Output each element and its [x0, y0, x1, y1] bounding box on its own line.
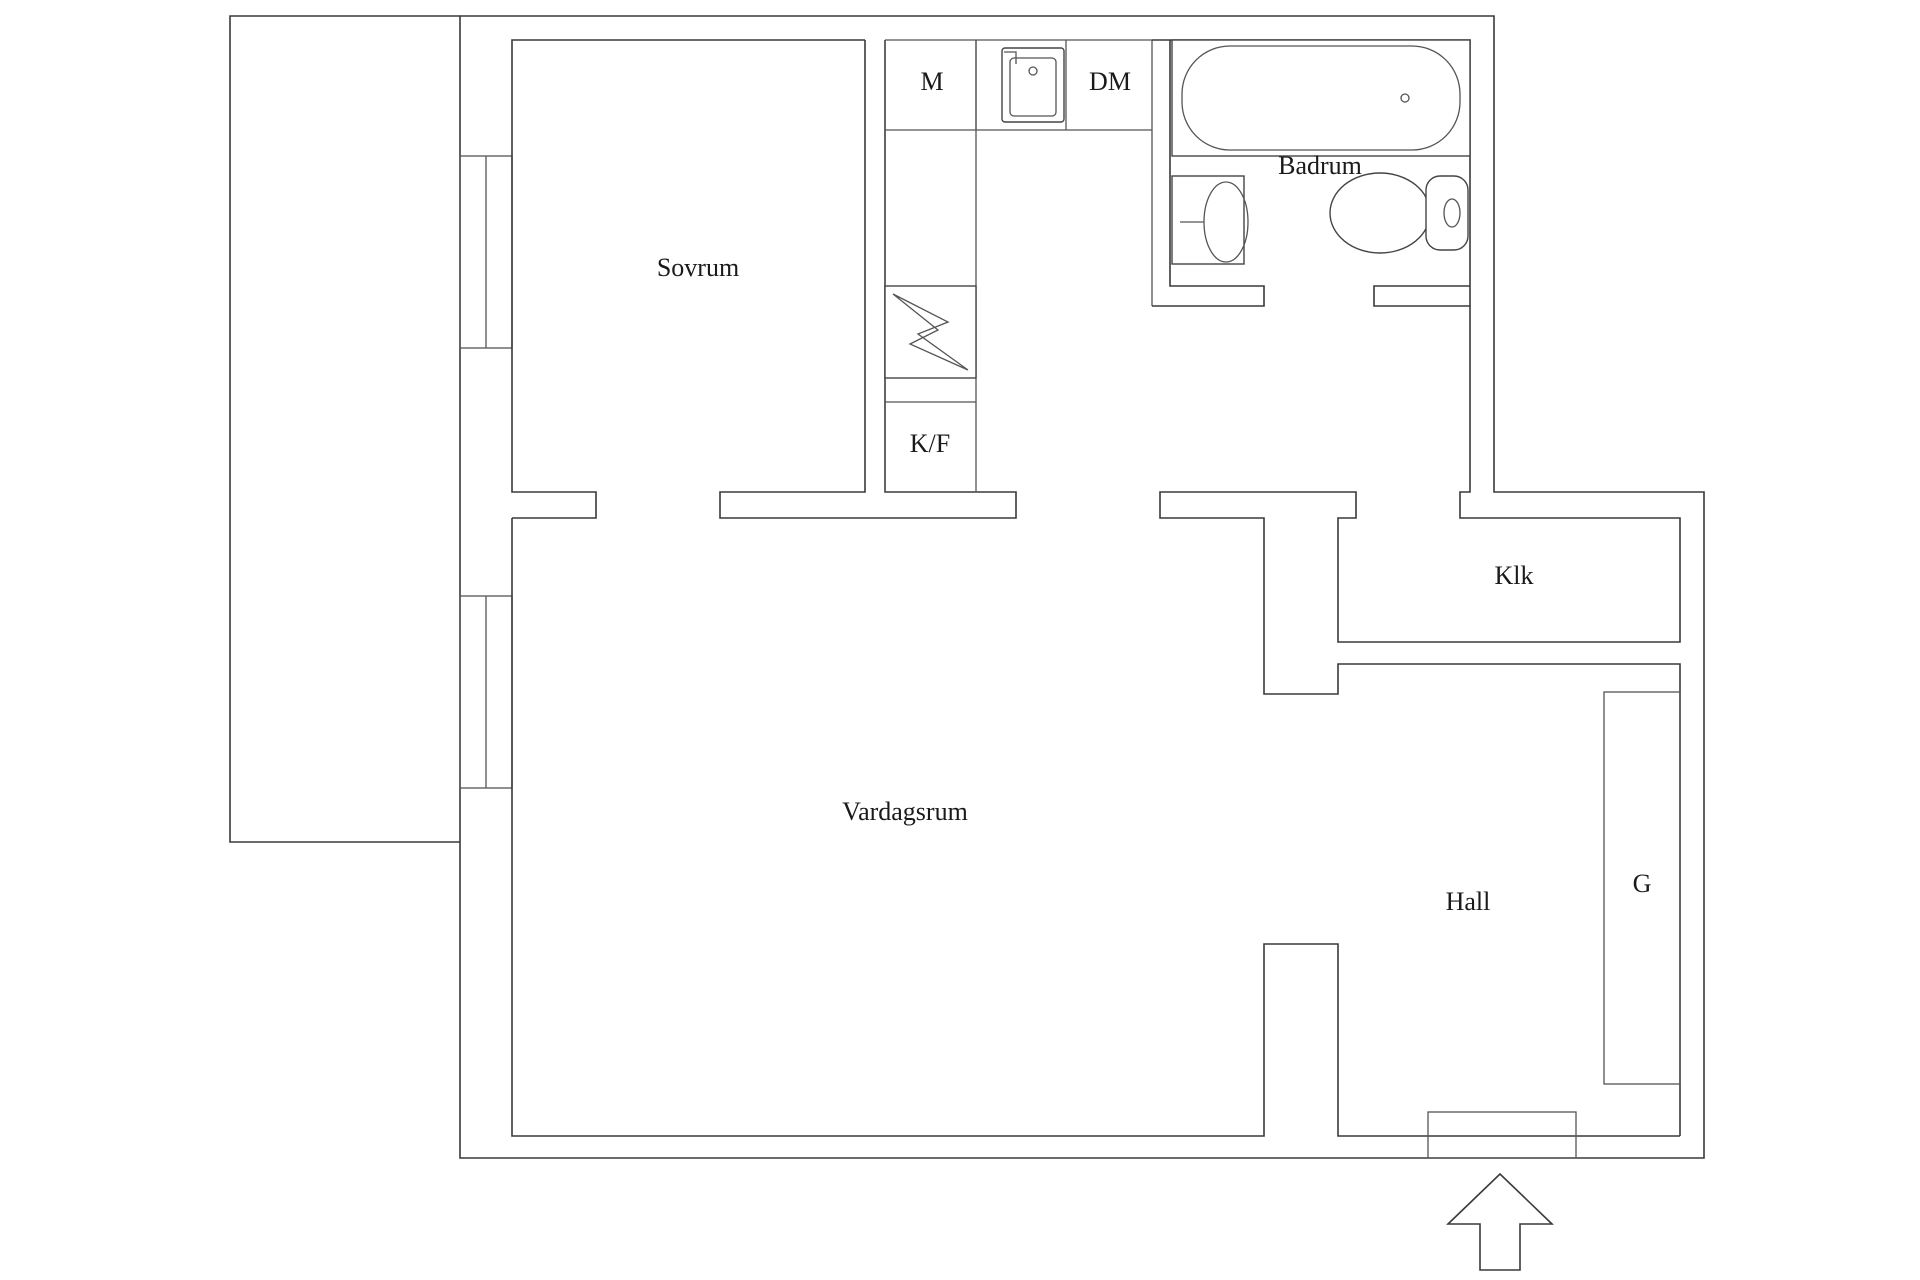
washbasin-icon	[1171, 175, 1249, 265]
room-label-badrum: Badrum	[1278, 151, 1362, 180]
appliance-label-m: M	[920, 67, 943, 96]
vardagsrum-walls	[511, 518, 1680, 1137]
balcony-outline	[229, 15, 460, 843]
room-label-hall: Hall	[1446, 887, 1491, 916]
room-label-vardagsrum: Vardagsrum	[842, 797, 968, 826]
wardrobe	[1603, 691, 1681, 1085]
window-upper	[459, 155, 513, 349]
sovrum-walls	[511, 39, 865, 519]
room-label-sovrum: Sovrum	[657, 253, 739, 282]
bathtub-icon	[1171, 39, 1471, 157]
sovrum-east-wall	[719, 40, 1017, 519]
front-door	[1427, 1111, 1577, 1159]
stove-icon	[884, 285, 977, 379]
corridor-walls	[1159, 306, 1681, 1136]
appliance-label-kf: K/F	[910, 429, 950, 458]
toilet-icon	[1329, 172, 1469, 254]
window-lower	[459, 595, 513, 789]
badrum-west-wall	[1152, 40, 1265, 307]
kitchen-counter	[884, 39, 1153, 492]
room-label-klk: Klk	[1495, 561, 1534, 590]
room-label-g: G	[1633, 869, 1652, 898]
entrance-arrow-icon	[1446, 1172, 1554, 1271]
appliance-label-dm: DM	[1089, 67, 1131, 96]
kitchen-sink-icon	[1001, 47, 1065, 123]
exterior-wall	[459, 15, 1705, 1159]
